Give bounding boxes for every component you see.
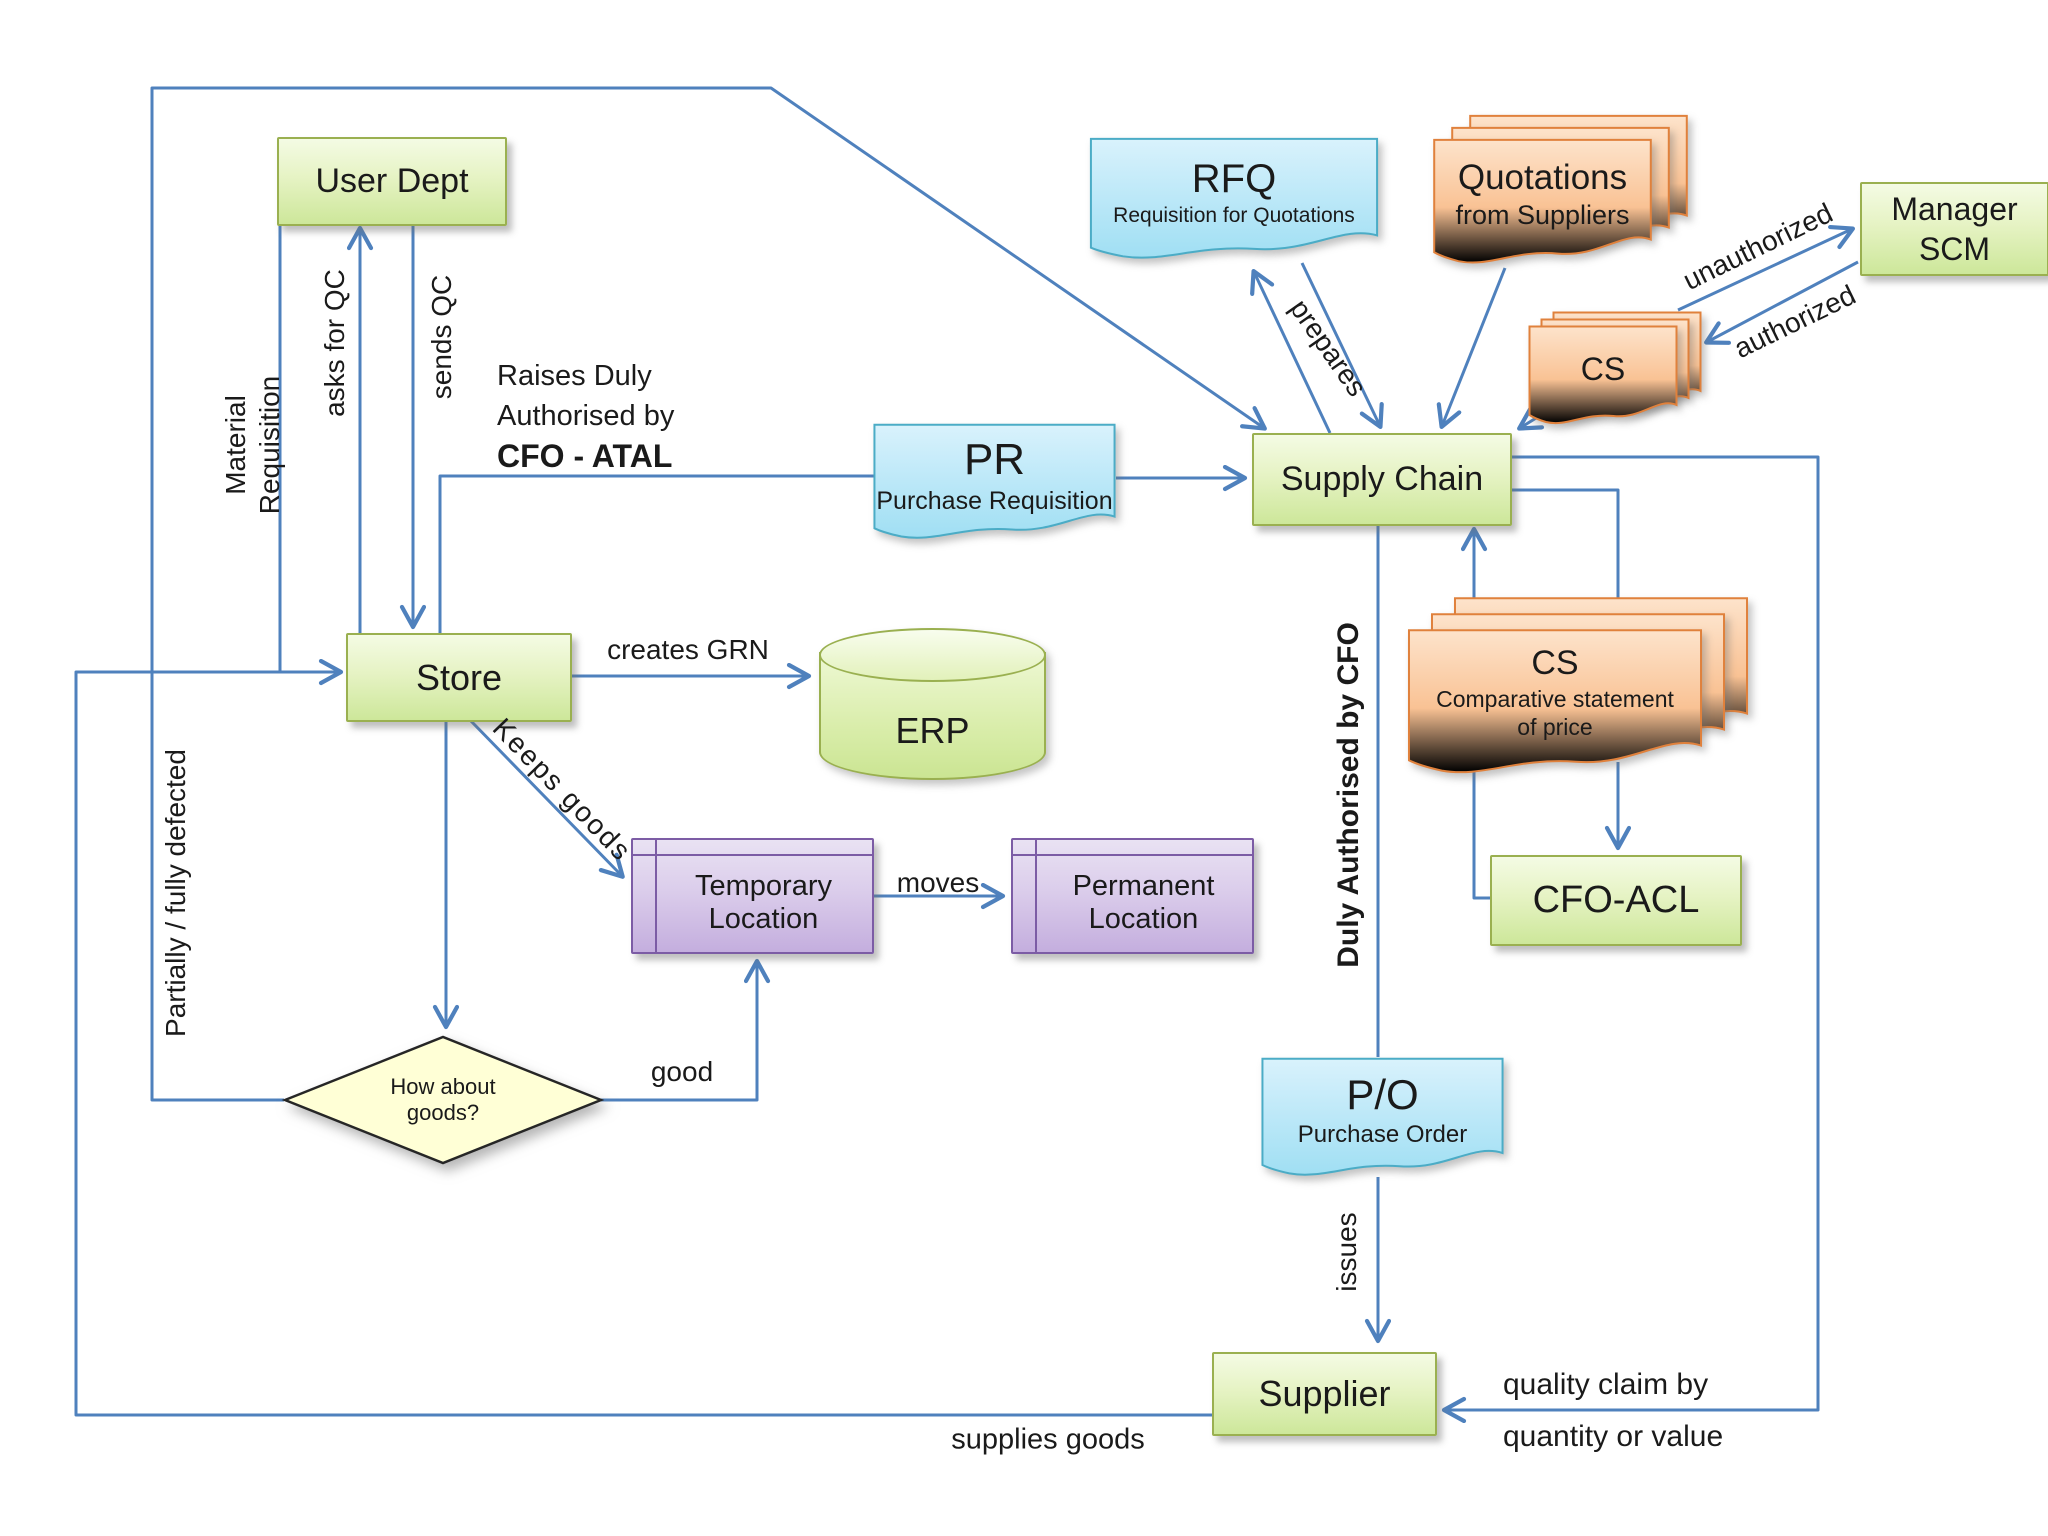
cs-comparative-subtitle1: Comparative statement [1436, 685, 1674, 712]
label-quality-claim-line2: quantity or value [1503, 1420, 1724, 1453]
label-raises-line2: Authorised by [497, 400, 675, 432]
node-store-label: Store [415, 656, 503, 698]
label-sends-qc: sends QC [426, 274, 457, 400]
node-temporary-location-line1: Temporary [695, 869, 832, 902]
node-permanent-location-line1: Permanent [1072, 869, 1215, 902]
quotations-document-stack: Quotations from Suppliers [1432, 114, 1689, 265]
pr-title: PR [963, 434, 1026, 484]
flow-good-to-temporary [601, 962, 757, 1102]
node-supply-chain-label: Supply Chain [1280, 459, 1484, 498]
node-permanent-location-line2: Location [1088, 903, 1199, 935]
po-subtitle: Purchase Order [1297, 1120, 1468, 1148]
node-manager-scm-line1: Manager [1891, 191, 2018, 227]
po-title: P/O [1346, 1071, 1419, 1119]
decision-diamond-text: How about goods? [390, 1074, 495, 1126]
pr-document: PR Purchase Requisition [872, 423, 1117, 540]
label-supplies-goods: supplies goods [951, 1423, 1145, 1456]
node-supplier: Supplier [1212, 1352, 1437, 1436]
node-user-dept-label: User Dept [315, 161, 469, 200]
node-erp-label: ERP [895, 710, 970, 751]
label-duly-authorised: Duly Authorised by CFO [1332, 622, 1365, 968]
pr-subtitle: Purchase Requisition [876, 487, 1113, 516]
node-supplier-label: Supplier [1258, 1373, 1391, 1415]
decision-diamond [281, 1035, 605, 1165]
flow-store-to-pr [438, 474, 874, 633]
node-manager-scm-line2: SCM [1918, 231, 1991, 267]
flow-quality-claim [1445, 455, 1820, 1410]
node-erp-database: ERP [819, 628, 1046, 780]
decision-line1: How about [390, 1074, 496, 1099]
cs-comparative-subtitle2: of price [1517, 714, 1593, 741]
flow-rfq-to-supply-chain [1300, 262, 1380, 426]
node-user-dept: User Dept [277, 137, 507, 226]
decision-line2: goods? [406, 1100, 480, 1125]
flow-supplies-goods [74, 672, 1212, 1417]
label-asks-for-qc: asks for QC [319, 269, 350, 417]
node-store: Store [346, 633, 572, 722]
quotations-subtitle: from Suppliers [1455, 200, 1630, 231]
erp-cylinder-top [819, 628, 1046, 682]
label-partially-defected: Partially / fully defected [160, 749, 191, 1037]
flow-defected-return [150, 86, 1264, 1102]
rfq-title: RFQ [1191, 157, 1277, 202]
label-issues: issues [1331, 1212, 1362, 1292]
label-creates-grn: creates GRN [607, 634, 769, 665]
flow-keeps-goods [468, 718, 622, 876]
label-material-line1: Material [220, 395, 251, 495]
label-raises-line1: Raises Duly [497, 360, 652, 392]
cs-comparative-document-stack: CS Comparative statement of price [1406, 596, 1750, 775]
node-cfo-acl-label: CFO-ACL [1532, 878, 1700, 921]
flow-prepares-rfq [1254, 272, 1332, 434]
label-raises-line3: CFO - ATAL [497, 438, 673, 474]
cs-title: CS [1580, 350, 1626, 387]
node-temporary-location-line2: Location [708, 903, 819, 935]
flow-authorized [1707, 260, 1859, 342]
label-quality-claim-line1: quality claim by [1503, 1368, 1709, 1401]
rfq-document: RFQ Requisition for Quotations [1088, 137, 1380, 260]
label-material-line2: Requisition [254, 375, 285, 515]
node-temporary-location: Temporary Location [631, 838, 874, 954]
flow-quotations-to-supply-chain [1442, 267, 1507, 426]
rfq-subtitle: Requisition for Quotations [1113, 204, 1355, 228]
quotations-title: Quotations [1457, 158, 1628, 198]
cs-comparative-title: CS [1531, 644, 1579, 682]
po-document: P/O Purchase Order [1260, 1057, 1505, 1177]
label-material-requisition: Material Requisition [219, 376, 287, 515]
cs-document-stack: CS [1528, 311, 1702, 425]
label-moves: moves [896, 867, 980, 898]
node-permanent-location: Permanent Location [1011, 838, 1254, 954]
node-cfo-acl: CFO-ACL [1490, 855, 1742, 946]
flow-supply-chain-to-cs [1508, 488, 1620, 600]
label-good: good [650, 1056, 714, 1087]
label-raises-note: Raises Duly Authorised by CFO - ATAL [497, 356, 674, 476]
flow-unauthorized [1677, 229, 1852, 312]
node-supply-chain: Supply Chain [1252, 433, 1512, 526]
node-manager-scm: Manager SCM [1860, 182, 2048, 276]
